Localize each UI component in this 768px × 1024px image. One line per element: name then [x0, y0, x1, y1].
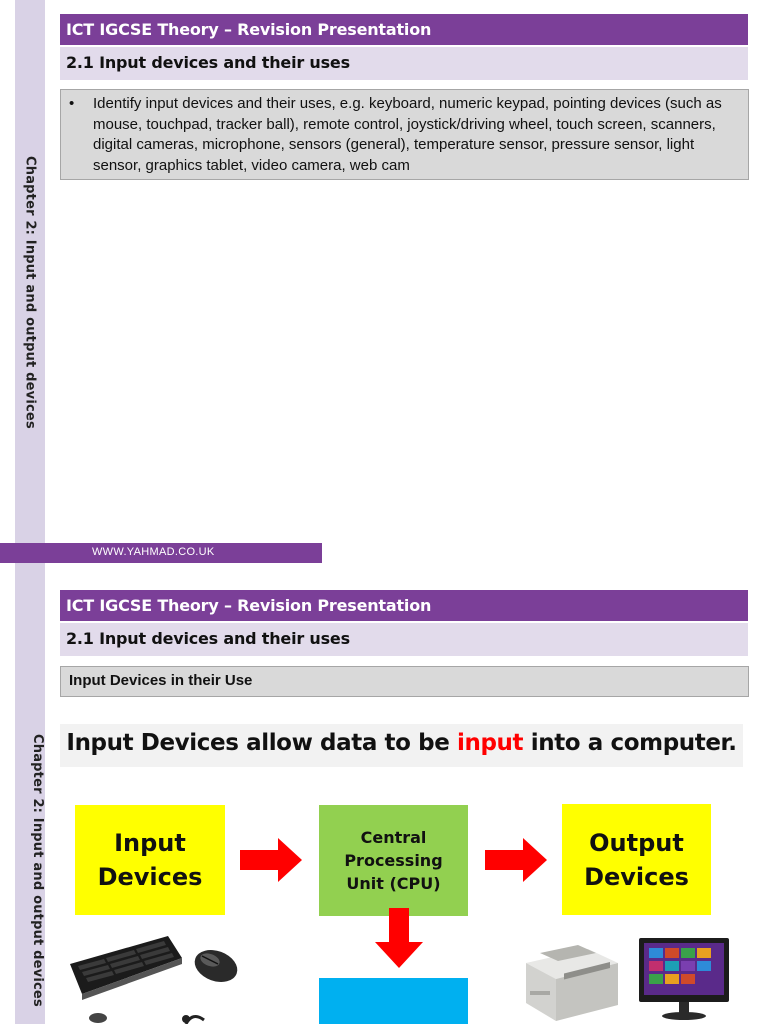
headline-start: Input Devices allow data to be — [66, 730, 458, 756]
printer-icon — [526, 945, 618, 1021]
chapter-side-label: Chapter 2: Input and output devices — [22, 155, 38, 429]
cpu-box: Central Processing Unit (CPU) — [319, 805, 468, 916]
arrow-right-icon — [485, 838, 547, 882]
monitor-icon — [639, 938, 729, 1020]
section-subtitle: 2.1 Input devices and their uses — [60, 623, 748, 656]
side-strip — [15, 0, 45, 566]
headline-accent: input — [457, 730, 524, 756]
presentation-title: ICT IGCSE Theory – Revision Presentation — [60, 590, 748, 621]
mouse-icon — [194, 950, 238, 982]
slide-objectives: Chapter 2: Input and output devices ICT … — [0, 0, 749, 566]
section-subtitle: 2.1 Input devices and their uses — [60, 47, 748, 80]
objective-text: Identify input devices and their uses, e… — [93, 95, 722, 174]
chapter-side-label: Chapter 2: Input and output devices — [30, 733, 45, 1007]
storage-box — [319, 978, 468, 1024]
objective-box: • Identify input devices and their uses,… — [60, 89, 749, 180]
headline-end: into a computer. — [523, 730, 737, 756]
side-strip — [15, 566, 45, 1024]
bullet-marker: • — [69, 95, 75, 112]
slide-input-devices: Chapter 2: Input and output devices ICT … — [0, 566, 768, 1024]
arrow-down-icon — [375, 908, 423, 968]
output-devices-box: Output Devices — [562, 804, 711, 915]
arrow-right-icon — [240, 838, 302, 882]
keyboard-icon — [70, 936, 182, 1000]
headline: Input Devices allow data to be input int… — [60, 724, 743, 767]
website-footer[interactable]: WWW.YAHMAD.CO.UK — [0, 543, 322, 563]
presentation-title: ICT IGCSE Theory – Revision Presentation — [60, 14, 748, 45]
microphone-icon — [89, 1013, 205, 1024]
input-devices-box: Input Devices — [75, 805, 225, 915]
section-heading: Input Devices in their Use — [60, 666, 749, 697]
